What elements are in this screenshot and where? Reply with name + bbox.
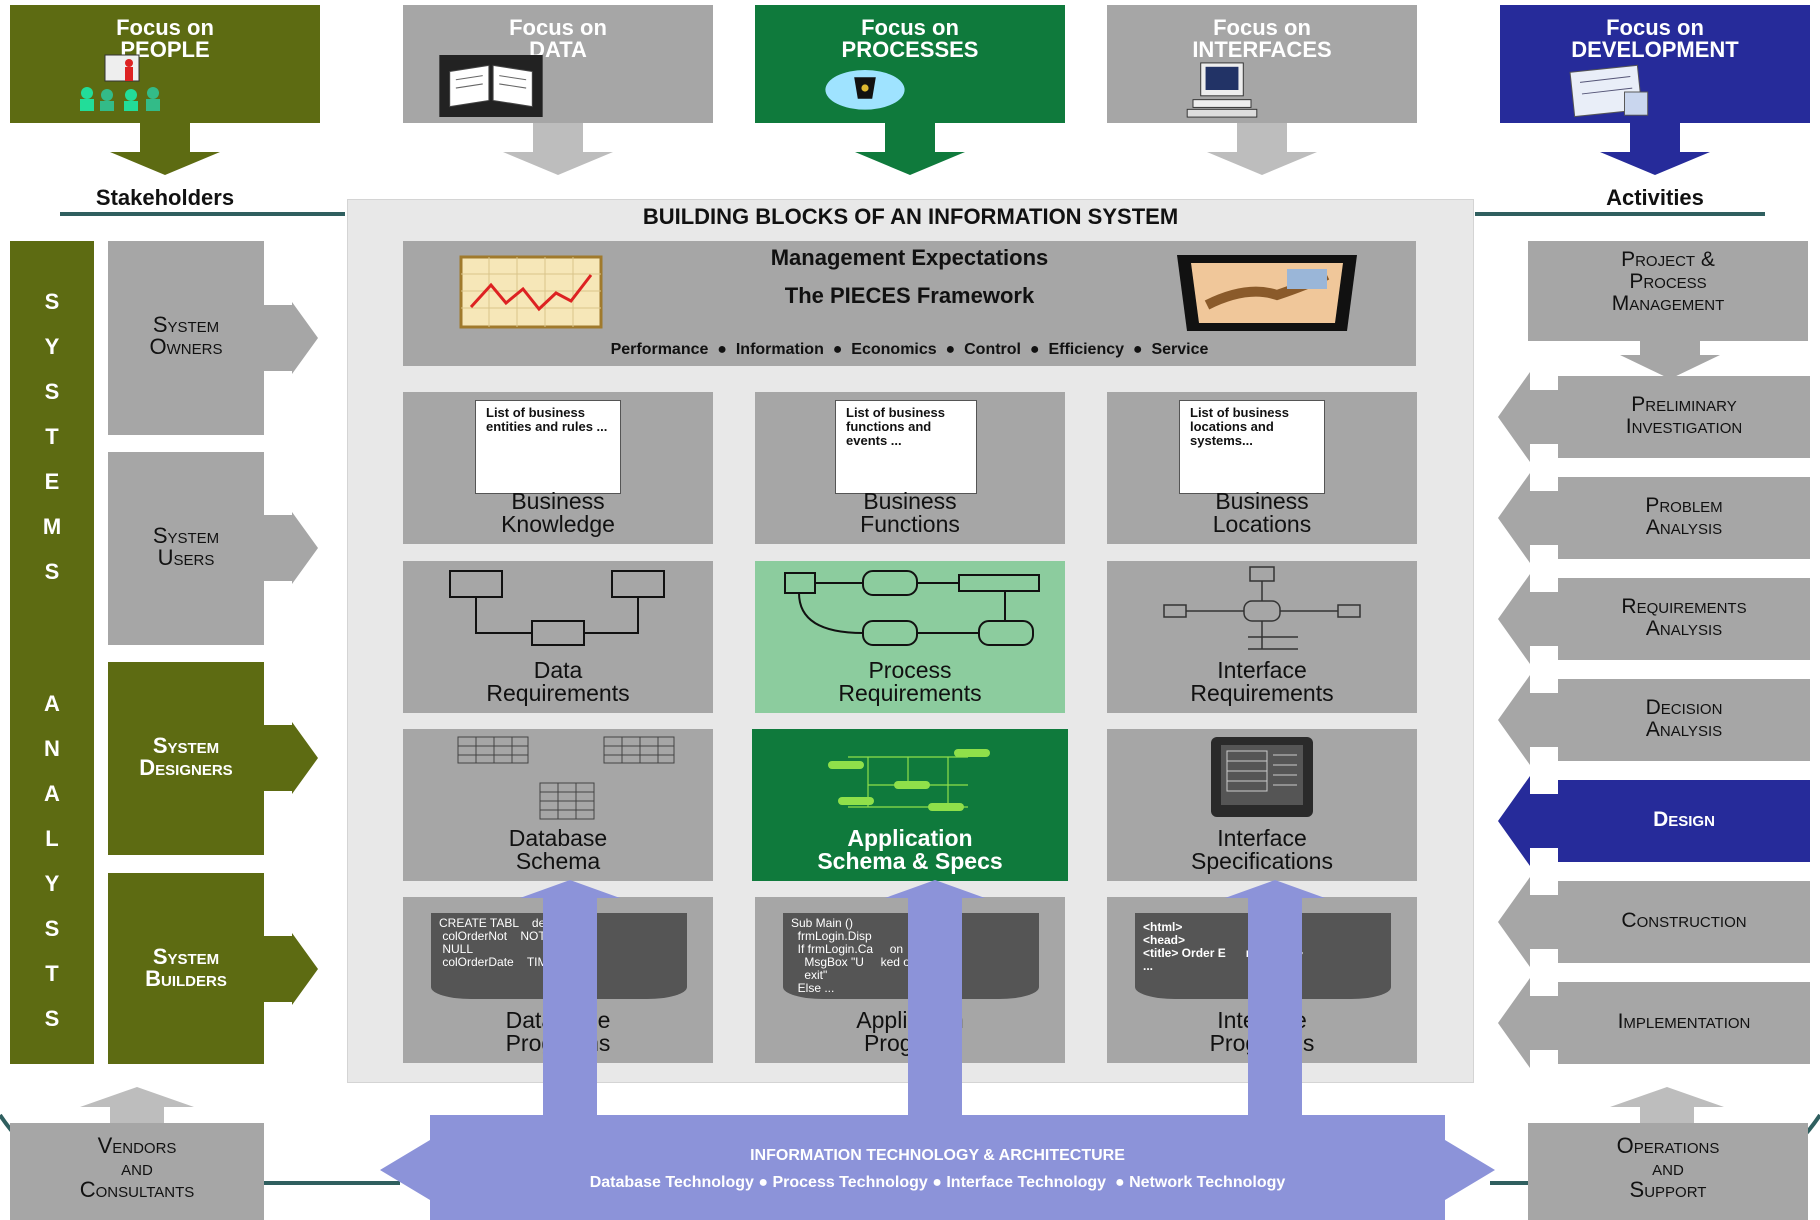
it-interface-technology: Interface Technology [946,1174,1107,1191]
management-expectations-title: Management Expectations [770,245,1049,270]
focus-down-arrows [110,123,1710,175]
building-blocks-title: BUILDING BLOCKS OF AN INFORMATION SYSTEM [642,204,1179,229]
context-diagram-icon [1163,566,1361,650]
open-book-icon [439,55,543,117]
activity-arrow [1498,574,1810,664]
table-grid-icon [457,736,675,820]
pieces-control: Control [964,341,1021,358]
presenter-audience-icon [80,54,160,111]
focus-data: Focus on DATA [403,5,713,123]
business-locations-doc: List of business locations and systems..… [1179,400,1325,494]
vertical-letter: A [44,691,60,716]
activity-arrow [1498,473,1810,563]
activity-project-process-management: Project & Process Management [1528,241,1808,341]
it-process-technology: Process Technology [772,1174,928,1191]
vertical-letter: Y [44,871,60,896]
business-locations-block: List of business locations and systems..… [1107,392,1417,544]
pieces-performance: Performance [610,341,709,358]
activity-arrow [1498,978,1810,1068]
business-knowledge-block: List of business entities and rules ... … [403,392,713,544]
focus-interfaces: Focus on INTERFACES [1107,5,1417,123]
activity-implementation: Implementation [1617,1010,1751,1033]
system-owners-box: System Owners [108,241,264,435]
vertical-letter: T [45,424,59,449]
vendors-consultants-box: Vendors and Consultants [10,1123,264,1220]
activity-arrow [1498,776,1810,866]
activity-down-arrow [1620,341,1720,379]
pieces-list: Performance ● Information ● Economics ● … [610,341,1209,358]
it-network-technology: Network Technology [1129,1174,1286,1191]
activity-requirements-analysis: Requirements Analysis [1621,595,1747,640]
activity-left-arrows [1498,372,1810,1068]
focus-development: Focus on DEVELOPMENT [1500,5,1810,123]
vertical-letter: S [44,1006,60,1031]
vertical-letter: L [45,826,59,851]
monitor-form-icon [1211,737,1313,817]
activity-preliminary-investigation: Preliminary Investigation [1625,393,1743,438]
business-functions-block: List of business functions and events ..… [755,392,1065,544]
activity-arrow [1498,372,1810,462]
gear-process-icon [825,70,905,110]
handshake-icon [1177,255,1357,331]
blueprint-icon [1569,64,1649,118]
computer-icon [1186,62,1258,118]
pieces-framework-title: The PIECES Framework [784,283,1035,308]
bottom-up-arrows [80,1087,1724,1123]
stakeholder-right-arrows [264,302,318,1005]
pieces-information: Information [735,341,824,358]
pieces-framework-box: Management Expectations The PIECES Frame… [403,241,1416,366]
vertical-letter: S [44,916,60,941]
vertical-letter: Y [44,334,60,359]
vertical-letter: E [44,469,60,494]
activities-label: Activities [1606,185,1704,210]
pieces-efficiency: Efficiency [1048,341,1125,358]
business-knowledge-doc: List of business entities and rules ... [475,400,621,494]
focus-people: Focus on PEOPLE [10,5,320,123]
operations-support-box: Operations and Support [1528,1123,1808,1220]
system-users-box: System Users [108,452,264,645]
vertical-letter: S [44,379,60,404]
stakeholders-label: Stakeholders [95,185,235,210]
activity-decision-analysis: Decision Analysis [1645,696,1723,741]
vertical-letter: T [45,961,59,986]
business-functions-doc: List of business functions and events ..… [835,400,977,494]
process-flow-icon [784,570,1040,646]
structure-chart-icon [828,749,990,811]
pieces-service: Service [1151,341,1209,358]
vertical-letter: A [44,781,60,806]
activity-problem-analysis: Problem Analysis [1645,494,1723,539]
vertical-letter: N [44,736,60,761]
it-database-technology: Database Technology [589,1174,754,1191]
system-designers-box: System Designers [108,662,264,855]
line-chart-icon [459,255,603,329]
entity-diagram-icon [449,570,665,646]
vertical-letter: S [44,559,60,584]
activity-construction: Construction [1621,909,1747,932]
it-architecture-title: INFORMATION TECHNOLOGY & ARCHITECTURE [750,1147,1125,1164]
pieces-economics: Economics [851,341,937,358]
activity-arrow [1498,877,1810,967]
focus-processes: Focus on PROCESSES [755,5,1065,123]
it-technology-list: Database Technology ● Process Technology… [589,1174,1286,1191]
system-builders-box: System Builders [108,873,264,1064]
activity-arrow [1498,675,1810,765]
vertical-letter: M [42,514,62,539]
activity-design: Design [1653,808,1715,831]
vertical-letter: S [44,289,60,314]
